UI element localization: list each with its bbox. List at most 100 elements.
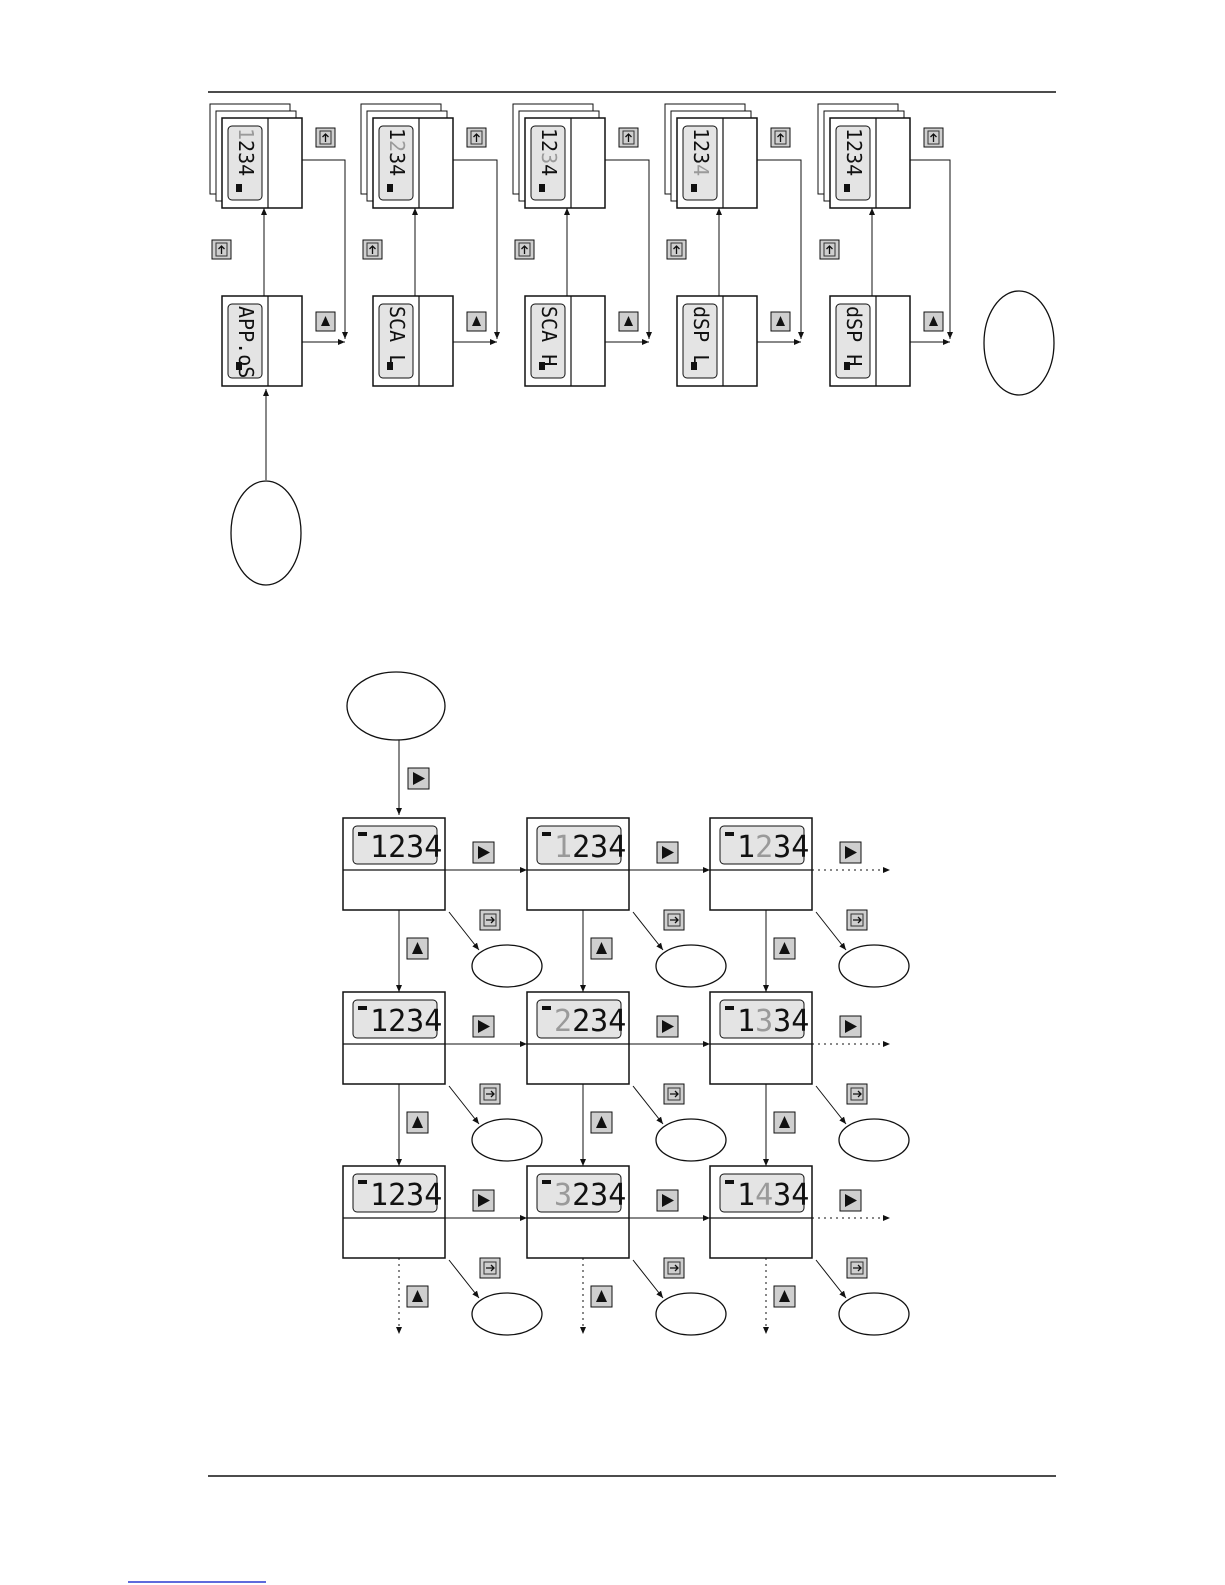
up-arrow-key-icon[interactable]: [924, 312, 943, 331]
up-arrow-key-icon[interactable]: [774, 938, 795, 959]
confirm-ellipse: [839, 1119, 909, 1161]
right-arrow-key-icon[interactable]: [408, 768, 429, 789]
lcd-digit: 4: [424, 830, 442, 865]
lcd-digit: [385, 342, 409, 354]
lcd-digit: 4: [791, 830, 809, 865]
lcd-digit: [537, 342, 561, 354]
shift-key-icon[interactable]: [515, 240, 534, 259]
lcd-digit: 3: [755, 1004, 773, 1039]
shift-key-icon[interactable]: [212, 240, 231, 259]
lcd-indicator: [725, 1180, 734, 1184]
lcd-digit: S: [689, 318, 713, 330]
lcd-indicator: [844, 184, 850, 192]
enter-key-icon[interactable]: [664, 1258, 684, 1278]
up-arrow-key-icon[interactable]: [407, 1286, 428, 1307]
lcd-digit: 2: [388, 830, 406, 865]
lcd-digit: S: [842, 318, 866, 330]
lcd-digits: SCA H: [537, 306, 561, 366]
shift-key-icon[interactable]: [316, 128, 335, 147]
display-stack: 1234: [513, 104, 605, 208]
shift-key-icon[interactable]: [924, 128, 943, 147]
shift-key-icon[interactable]: [467, 128, 486, 147]
lcd-indicator: [358, 1006, 367, 1010]
up-arrow-key-icon[interactable]: [591, 1112, 612, 1133]
arrow-to-confirm: [449, 1086, 479, 1124]
lcd-digit: d: [842, 306, 866, 318]
right-arrow-key-icon[interactable]: [473, 1016, 494, 1037]
enter-key-icon[interactable]: [480, 1258, 500, 1278]
right-arrow-key-icon[interactable]: [473, 1190, 494, 1211]
enter-key-icon[interactable]: [664, 910, 684, 930]
lcd-indicator: [725, 1006, 734, 1010]
end-state-ellipse: [984, 291, 1054, 395]
up-arrow-key-icon[interactable]: [774, 1112, 795, 1133]
lcd-indicator: [358, 1180, 367, 1184]
display-stack: 1234: [665, 104, 757, 208]
stack-front-device: 1234: [222, 118, 302, 208]
lcd-digit: 3: [773, 1178, 791, 1213]
up-arrow-key-icon[interactable]: [316, 312, 335, 331]
up-arrow-key-icon[interactable]: [407, 938, 428, 959]
right-arrow-key-icon[interactable]: [473, 842, 494, 863]
device-display: 1234: [710, 818, 812, 910]
lcd-digit: H: [537, 354, 561, 366]
up-arrow-key-icon[interactable]: [619, 312, 638, 331]
device-appos: APP.oS: [222, 296, 302, 386]
enter-key-icon[interactable]: [480, 910, 500, 930]
lcd-digit: 2: [388, 1178, 406, 1213]
confirm-ellipse: [656, 1293, 726, 1335]
lcd-digit: 3: [590, 830, 608, 865]
lcd-digits: 1334: [737, 1004, 809, 1039]
lcd-digit: L: [385, 354, 409, 366]
right-arrow-key-icon[interactable]: [840, 1190, 861, 1211]
enter-key-icon[interactable]: [480, 1084, 500, 1104]
lcd-digits: 1234: [554, 830, 626, 865]
lcd-digit: 1: [385, 128, 409, 140]
lcd-digit: 1: [537, 128, 561, 140]
lcd-digit: 1: [737, 830, 755, 865]
shift-key-icon[interactable]: [619, 128, 638, 147]
up-arrow-key-icon[interactable]: [771, 312, 790, 331]
shift-key-icon[interactable]: [667, 240, 686, 259]
lcd-digits: 1234: [234, 128, 258, 176]
lcd-digit: 3: [406, 1178, 424, 1213]
lcd-digit: 1: [554, 830, 572, 865]
up-arrow-key-icon[interactable]: [407, 1112, 428, 1133]
confirm-ellipse: [656, 1119, 726, 1161]
enter-key-icon[interactable]: [847, 1084, 867, 1104]
right-arrow-key-icon[interactable]: [657, 842, 678, 863]
enter-key-icon[interactable]: [664, 1084, 684, 1104]
arrow-to-confirm: [816, 1086, 846, 1124]
up-arrow-key-icon[interactable]: [774, 1286, 795, 1307]
up-arrow-key-icon[interactable]: [591, 938, 612, 959]
right-arrow-key-icon[interactable]: [840, 842, 861, 863]
lcd-digit: 2: [554, 1004, 572, 1039]
shift-key-icon[interactable]: [363, 240, 382, 259]
lcd-digit: 4: [424, 1004, 442, 1039]
lcd-digit: 2: [537, 140, 561, 152]
enter-key-icon[interactable]: [847, 910, 867, 930]
lcd-digit: 2: [234, 140, 258, 152]
right-arrow-key-icon[interactable]: [657, 1016, 678, 1037]
lcd-digit: 3: [842, 152, 866, 164]
lcd-digit: d: [689, 306, 713, 318]
lcd-digit: P: [234, 330, 258, 342]
lcd-digits: SCA L: [385, 306, 409, 366]
right-arrow-key-icon[interactable]: [657, 1190, 678, 1211]
lcd-digit: 2: [572, 1004, 590, 1039]
lcd-digit: 3: [590, 1178, 608, 1213]
lcd-indicator: [725, 832, 734, 836]
lcd-digits: 3234: [554, 1178, 626, 1213]
shift-key-icon[interactable]: [820, 240, 839, 259]
shift-key-icon[interactable]: [771, 128, 790, 147]
lcd-digits: 1234: [842, 128, 866, 176]
lcd-digit: 4: [234, 164, 258, 176]
enter-key-icon[interactable]: [847, 1258, 867, 1278]
arrow-to-confirm: [816, 912, 846, 950]
confirm-ellipse: [839, 945, 909, 987]
lcd-digit: 2: [385, 140, 409, 152]
right-arrow-key-icon[interactable]: [840, 1016, 861, 1037]
lcd-digit: 4: [791, 1178, 809, 1213]
up-arrow-key-icon[interactable]: [591, 1286, 612, 1307]
up-arrow-key-icon[interactable]: [467, 312, 486, 331]
